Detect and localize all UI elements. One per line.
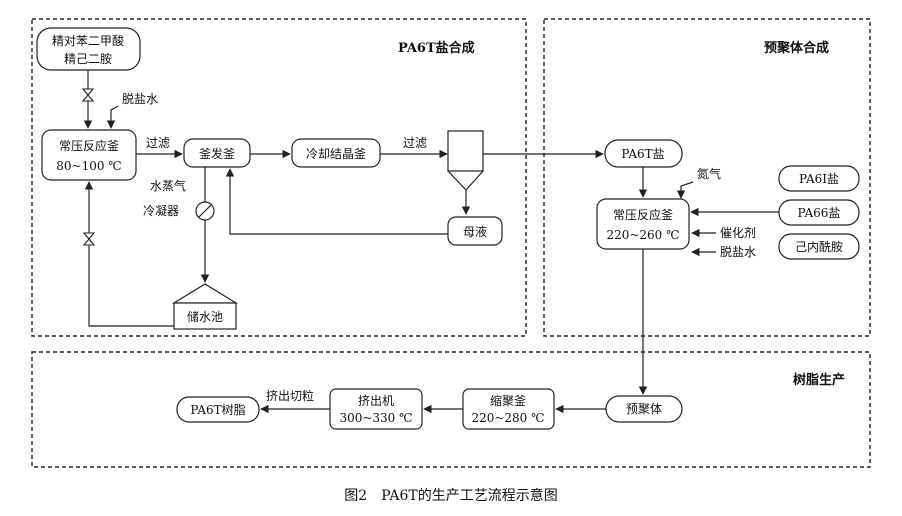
mother-liquor-box — [447, 216, 503, 246]
filter-vessel — [447, 130, 484, 172]
tank-roof — [171, 283, 239, 304]
valve-icon — [81, 88, 95, 102]
reactor-2-name: 常压反应釜 — [613, 207, 673, 222]
region-resin-title: 树脂生产 — [793, 372, 845, 388]
evaporator-label: 釜发釜 — [199, 146, 235, 161]
reactor-1-name: 常压反应釜 — [59, 138, 119, 153]
return-valve-icon — [82, 232, 96, 246]
label-dewater-1: 脱盐水 — [122, 91, 158, 106]
label-pelletizing: 挤出切粒 — [266, 388, 314, 403]
label-nitrogen: 氮气 — [697, 166, 721, 181]
caprolactam-label: 己内酰胺 — [795, 240, 843, 254]
polycondensation-name: 缩聚釜 — [490, 393, 526, 408]
label-catalyst: 催化剂 — [720, 225, 756, 240]
region-salt-synthesis — [31, 18, 527, 337]
condenser-slash — [198, 204, 212, 218]
resin-box — [176, 396, 260, 423]
line-tank-return — [84, 181, 174, 327]
pa6i-salt-box — [778, 165, 860, 192]
reactor-2-temp: 220~260 ℃ — [606, 228, 679, 242]
polycondensation-temp: 220~280 ℃ — [471, 411, 544, 425]
region-prepolymer-synthesis — [543, 18, 871, 337]
nitrogen-line — [676, 181, 694, 199]
region-prepoly-title: 预聚体合成 — [764, 40, 829, 56]
label-condenser: 冷凝器 — [143, 203, 179, 218]
tank-box — [173, 302, 237, 330]
crystallizer-label: 冷却结晶釜 — [306, 146, 366, 161]
mother-liquor-label: 母液 — [463, 224, 487, 239]
label-filter-1: 过滤 — [146, 136, 170, 150]
reactor-1-box — [41, 129, 137, 181]
crystallizer-box — [291, 138, 381, 168]
line-mother-recycle — [225, 168, 448, 235]
caprolactam-box — [778, 233, 860, 260]
raw-material-1: 精对苯二甲酸 — [52, 33, 124, 48]
label-steam: 水蒸气 — [150, 178, 186, 193]
reactor-1-temp: 80~100 ℃ — [56, 159, 121, 173]
prepolymer-label: 预聚体 — [626, 402, 662, 416]
pa6i-salt-label: PA6I盐 — [799, 172, 839, 186]
label-filter-2: 过滤 — [403, 136, 427, 150]
region-salt-title: PA6T盐合成 — [398, 40, 475, 56]
filter-cone — [447, 170, 484, 191]
resin-label: PA6T树脂 — [190, 402, 245, 417]
dewater-line-1 — [106, 105, 119, 129]
pa6t-salt-label: PA6T盐 — [621, 147, 664, 161]
evaporator-box — [183, 138, 251, 168]
tank-label: 储水池 — [187, 309, 223, 324]
region-resin-production — [31, 351, 871, 468]
pa66-salt-label: PA66盐 — [798, 206, 841, 220]
extruder-temp: 300~330 ℃ — [339, 411, 412, 425]
label-dewater-2: 脱盐水 — [720, 244, 756, 259]
figure-caption: 图2 PA6T的生产工艺流程示意图 — [344, 487, 557, 504]
extruder-name: 挤出机 — [358, 393, 394, 408]
raw-material-2: 精己二胺 — [64, 52, 112, 66]
